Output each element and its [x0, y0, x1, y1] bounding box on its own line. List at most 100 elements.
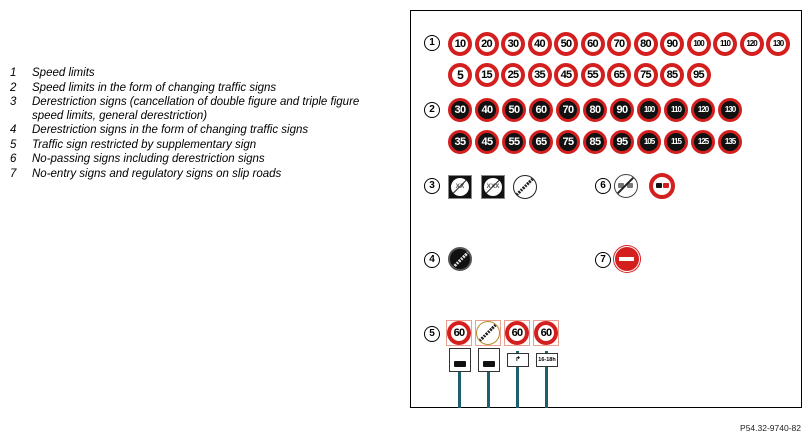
legend-item: 3 Derestriction signs (cancellation of do… — [10, 96, 370, 123]
legend: 1 Speed limits 2 Speed limits in the form o… — [10, 67, 370, 182]
legend-text: Speed limits — [32, 67, 95, 79]
electronic-speed-limit-sign: 75 — [556, 130, 580, 154]
speed-limit-sign: 55 — [580, 63, 605, 87]
speed-limit-sign: 40 — [527, 32, 552, 56]
no-entry-sign — [614, 246, 640, 272]
electronic-speed-limit-sign: 35 — [448, 130, 472, 154]
sign-frame-3 — [504, 320, 530, 346]
derestriction-xxx-label: XXX — [484, 178, 502, 196]
legend-item: 5 Traffic sign restricted by supplementar… — [10, 139, 370, 153]
marker-2: 2 — [424, 102, 440, 118]
speed-limit-sign: 15 — [474, 63, 499, 87]
speed-limit-sign: 20 — [474, 32, 499, 56]
speed-limit-sign: 5 — [448, 63, 472, 87]
electronic-speed-limit-sign: 90 — [610, 98, 634, 122]
sign-pole-2 — [487, 351, 490, 408]
sign-frame-4 — [533, 320, 559, 346]
speed-limit-sign: 90 — [660, 32, 684, 56]
electronic-speed-limit-sign: 100 — [637, 98, 661, 122]
supplementary-panel-truck-2 — [478, 348, 500, 372]
speed-limit-sign: 110 — [713, 32, 737, 56]
legend-text: Derestriction signs in the form of chang… — [32, 124, 309, 136]
speed-limit-sign: 10 — [448, 32, 472, 56]
legend-text: No-entry signs and regulatory signs on s… — [32, 167, 282, 180]
sign-pole-3 — [516, 351, 519, 408]
electronic-speed-limit-sign: 125 — [691, 130, 715, 154]
electronic-speed-limit-sign: 50 — [502, 98, 526, 122]
derestriction-xx-sign: XX — [448, 175, 472, 199]
electronic-speed-limit-sign: 65 — [529, 130, 553, 154]
marker-4: 4 — [424, 252, 440, 268]
supplementary-panel-truck-1 — [449, 348, 471, 372]
electronic-speed-limit-sign: 95 — [610, 130, 634, 154]
derestriction-supp-sign — [476, 321, 500, 345]
speed-limit-sign: 30 — [501, 32, 525, 56]
electronic-speed-limit-sign: 40 — [475, 98, 499, 122]
sign-pole-4 — [545, 351, 548, 408]
speed-limit-sign: 60 — [580, 32, 605, 56]
derestriction-xx-label: XX — [451, 178, 469, 196]
legend-text: No-passing signs including derestriction… — [32, 153, 265, 165]
electronic-speed-limit-sign: 55 — [502, 130, 526, 154]
speed-limit-supp-1: 60 — [447, 321, 471, 345]
speed-limit-sign: 95 — [686, 63, 711, 87]
speed-limit-sign: 120 — [739, 32, 764, 56]
legend-text: Traffic sign restricted by supplementary… — [32, 138, 257, 151]
speed-limit-sign: 45 — [554, 63, 578, 87]
speed-limit-sign: 100 — [686, 32, 711, 56]
marker-1: 1 — [424, 35, 440, 51]
general-derestriction-sign — [513, 175, 537, 199]
legend-number: 6 — [10, 153, 17, 165]
sign-pole-1 — [458, 351, 461, 408]
supplementary-panel-arrow: ↱ — [507, 353, 529, 367]
figure-caption: P54.32-9740-82 — [740, 423, 801, 433]
speed-limit-supp-4: 60 — [534, 321, 558, 345]
legend-text: Derestriction signs (cancellation of dou… — [32, 96, 360, 122]
legend-text: Speed limits in the form of changing tra… — [32, 81, 277, 94]
legend-number: 1 — [10, 67, 17, 79]
marker-6: 6 — [595, 178, 611, 194]
legend-item: 2 Speed limits in the form of changing tr… — [10, 82, 370, 96]
truck-icon — [454, 361, 466, 367]
speed-limit-sign: 50 — [554, 32, 578, 56]
supplementary-panel-time: 16-18h — [536, 353, 558, 367]
speed-limit-sign: 70 — [607, 32, 631, 56]
electronic-speed-limit-sign: 45 — [475, 130, 499, 154]
electronic-speed-limit-sign: 30 — [448, 98, 472, 122]
speed-limit-sign: 25 — [501, 63, 525, 87]
legend-item: 7 No-entry signs and regulatory signs on … — [10, 168, 370, 182]
legend-number: 7 — [10, 167, 17, 180]
speed-limit-sign: 65 — [607, 63, 631, 87]
electronic-speed-limit-sign: 120 — [691, 98, 715, 122]
legend-number: 3 — [10, 96, 17, 108]
electronic-speed-limit-sign: 70 — [556, 98, 580, 122]
turn-right-arrow-icon: ↱ — [515, 356, 521, 363]
electronic-speed-limit-sign: 105 — [637, 130, 661, 154]
sign-figure: 1 2 3 6 4 7 5 XX XXX 60 60 ↱ 60 16-18h 1… — [410, 10, 802, 408]
electronic-speed-limit-sign: 110 — [664, 98, 688, 122]
electronic-speed-limit-sign: 60 — [529, 98, 553, 122]
electronic-speed-limit-sign: 85 — [583, 130, 607, 154]
legend-number: 2 — [10, 81, 17, 94]
legend-item: 6 No-passing signs including derestrictio… — [10, 153, 370, 167]
speed-limit-sign: 85 — [660, 63, 684, 87]
marker-3: 3 — [424, 178, 440, 194]
marker-7: 7 — [595, 252, 611, 268]
sign-frame-1 — [446, 320, 472, 346]
electronic-speed-limit-sign: 135 — [718, 130, 742, 154]
no-passing-sign — [649, 173, 675, 199]
legend-number: 5 — [10, 138, 17, 151]
legend-number: 4 — [10, 124, 17, 136]
electronic-speed-limit-sign: 80 — [583, 98, 607, 122]
legend-item: 4 Derestriction signs in the form of chan… — [10, 124, 370, 138]
marker-5: 5 — [424, 326, 440, 342]
electronic-derestriction-sign — [448, 247, 472, 271]
electronic-speed-limit-sign: 115 — [664, 130, 688, 154]
speed-limit-sign: 75 — [633, 63, 658, 87]
electronic-speed-limit-sign: 130 — [718, 98, 742, 122]
legend-item: 1 Speed limits — [10, 67, 370, 81]
speed-limit-supp-3: 60 — [505, 321, 529, 345]
speed-limit-sign: 35 — [527, 63, 552, 87]
speed-limit-sign: 80 — [633, 32, 658, 56]
truck-icon — [483, 361, 495, 367]
